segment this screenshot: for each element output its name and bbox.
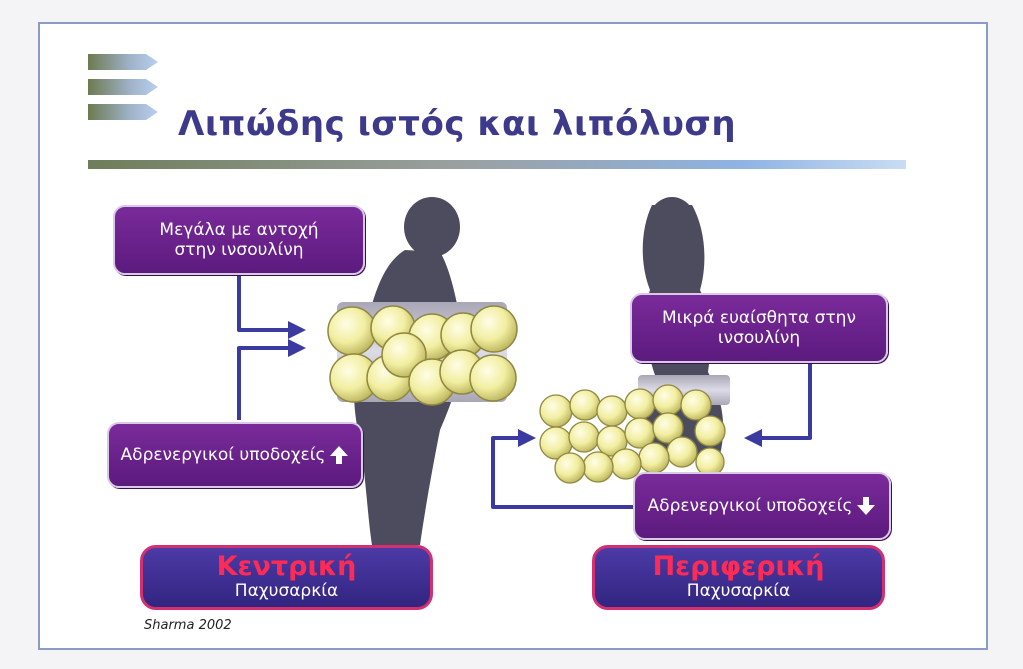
- arrowhead-2: [288, 339, 306, 357]
- fat-cell: [652, 412, 684, 444]
- central-obesity-title: Κεντρική: [216, 551, 357, 583]
- fat-cell: [596, 395, 628, 427]
- fat-cell: [554, 452, 586, 484]
- fat-cell: [539, 394, 573, 428]
- fat-cell: [569, 389, 601, 421]
- source-credit: Sharma 2002: [144, 618, 232, 633]
- large-fat-cells: [327, 305, 518, 406]
- fat-cell: [638, 442, 670, 474]
- small-fat-cells: [539, 384, 726, 484]
- up-arrow-icon: [330, 446, 349, 464]
- arrowhead-4: [518, 429, 536, 447]
- fat-cell: [582, 451, 614, 483]
- fat-cell: [568, 421, 600, 453]
- right-receptor-text: Αδρενεργικοί υποδοχείς: [647, 495, 853, 516]
- fat-cell: [694, 415, 726, 447]
- fat-cell: [470, 305, 518, 353]
- small-cells-label: Μικρά ευαίσθητα στην ινσουλίνη: [630, 293, 888, 363]
- left-receptor-label: Αδρενεργικοί υποδοχείς: [107, 422, 363, 488]
- left-receptor-text: Αδρενεργικοί υποδοχείς: [120, 444, 326, 465]
- title-underline: [88, 160, 906, 169]
- right-receptor-label: Αδρενεργικοί υποδοχείς: [633, 472, 891, 540]
- fat-cell: [624, 388, 656, 420]
- fat-cell: [680, 389, 712, 421]
- fat-cell: [652, 384, 684, 416]
- fat-cell: [469, 354, 517, 402]
- arrow-cell-size-to-fat: [237, 276, 290, 332]
- flow-arrows: [237, 276, 812, 509]
- large-cells-label: Μεγάλα με αντοχή στην ινσουλίνη: [113, 205, 365, 275]
- peripheral-obesity-subtitle: Παχυσαρκία: [686, 581, 791, 602]
- central-obesity-subtitle: Παχυσαρκία: [234, 581, 339, 602]
- small-cells-label-text: Μικρά ευαίσθητα στην ινσουλίνη: [662, 307, 856, 348]
- large-cells-label-text: Μεγάλα με αντοχή στην ινσουλίνη: [159, 219, 319, 260]
- header-arrow-1: [88, 54, 158, 70]
- header-arrow-2: [88, 79, 158, 95]
- peripheral-obesity-title: Περιφερική: [652, 551, 825, 583]
- fat-cell: [666, 436, 698, 468]
- arrowhead-3: [744, 429, 762, 447]
- down-arrow-icon: [857, 497, 876, 515]
- fat-cell: [327, 306, 377, 356]
- arrow-receptor-loop: [491, 436, 640, 509]
- header-arrow-3: [88, 104, 158, 120]
- header-arrows: [88, 54, 158, 120]
- page-title: Λιπώδης ιστός και λιπόλυση: [178, 104, 737, 144]
- arrow-small-cells-to-fat: [760, 362, 812, 440]
- central-obesity-box: Κεντρική Παχυσαρκία: [140, 545, 433, 610]
- arrowhead-1: [288, 321, 306, 339]
- peripheral-obesity-box: Περιφερική Παχυσαρκία: [592, 545, 885, 610]
- arrow-receptor-to-fat: [237, 346, 290, 420]
